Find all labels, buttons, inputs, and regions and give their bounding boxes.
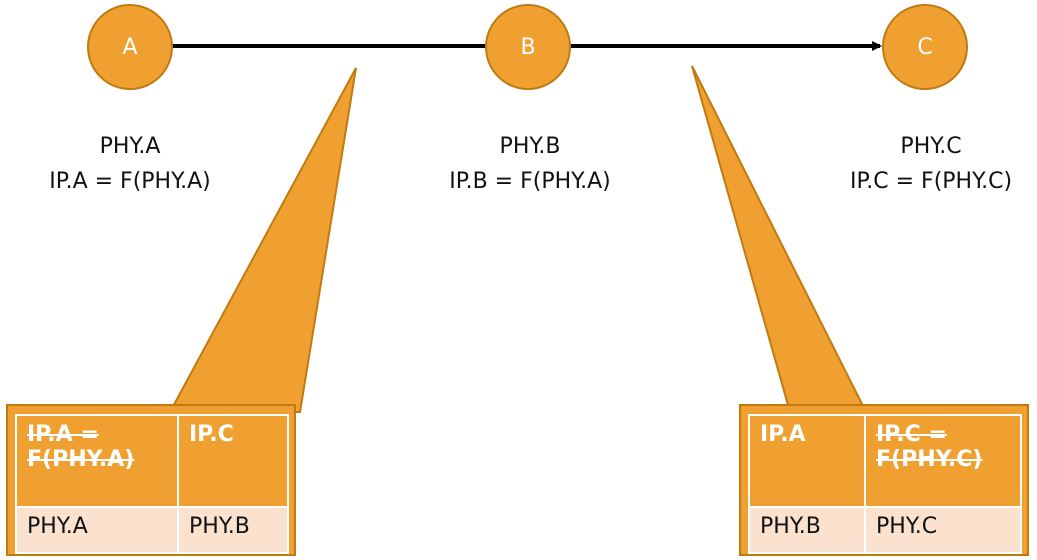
node-b-circle (485, 4, 571, 90)
callout-right-cell-1: PHY.B (748, 506, 866, 554)
node-a-circle (87, 4, 173, 90)
node-b-label: B (520, 34, 536, 60)
node-a-phy: PHY.A (99, 134, 161, 159)
callout-right-pointer (691, 65, 868, 413)
node-c-description: PHY.C IP.C = F(PHY.C) (781, 129, 1037, 199)
callout-left-header-2: IP.C (177, 414, 289, 508)
node-b-description: PHY.B IP.B = F(PHY.A) (380, 129, 680, 199)
callout-left: IP.A = F(PHY.A) IP.C PHY.A PHY.B (6, 404, 296, 556)
node-b-ip: IP.B = F(PHY.A) (449, 169, 611, 194)
callout-left-cell-1: PHY.A (15, 506, 179, 554)
node-c-circle (882, 4, 968, 90)
callout-left-cell-2: PHY.B (177, 506, 289, 554)
callout-right-header-1: IP.A (748, 414, 866, 508)
node-a-ip: IP.A = F(PHY.A) (49, 169, 211, 194)
node-c-label: C (917, 34, 933, 60)
callout-right-header-2: IP.C = F(PHY.C) (864, 414, 1022, 508)
callout-right: IP.A IP.C = F(PHY.C) PHY.B PHY.C (739, 404, 1029, 556)
callout-left-header-1: IP.A = F(PHY.A) (15, 414, 179, 508)
node-c-phy: PHY.C (900, 134, 962, 159)
callout-left-table: IP.A = F(PHY.A) IP.C PHY.A PHY.B (15, 414, 289, 554)
node-c-ip: IP.C = F(PHY.C) (849, 169, 1013, 194)
callout-right-table: IP.A IP.C = F(PHY.C) PHY.B PHY.C (748, 414, 1022, 554)
node-a-description: PHY.A IP.A = F(PHY.A) (0, 129, 280, 199)
node-a-label: A (122, 34, 138, 60)
callout-right-cell-2: PHY.C (864, 506, 1022, 554)
callout-left-pointer (168, 67, 357, 413)
node-b-phy: PHY.B (499, 134, 561, 159)
